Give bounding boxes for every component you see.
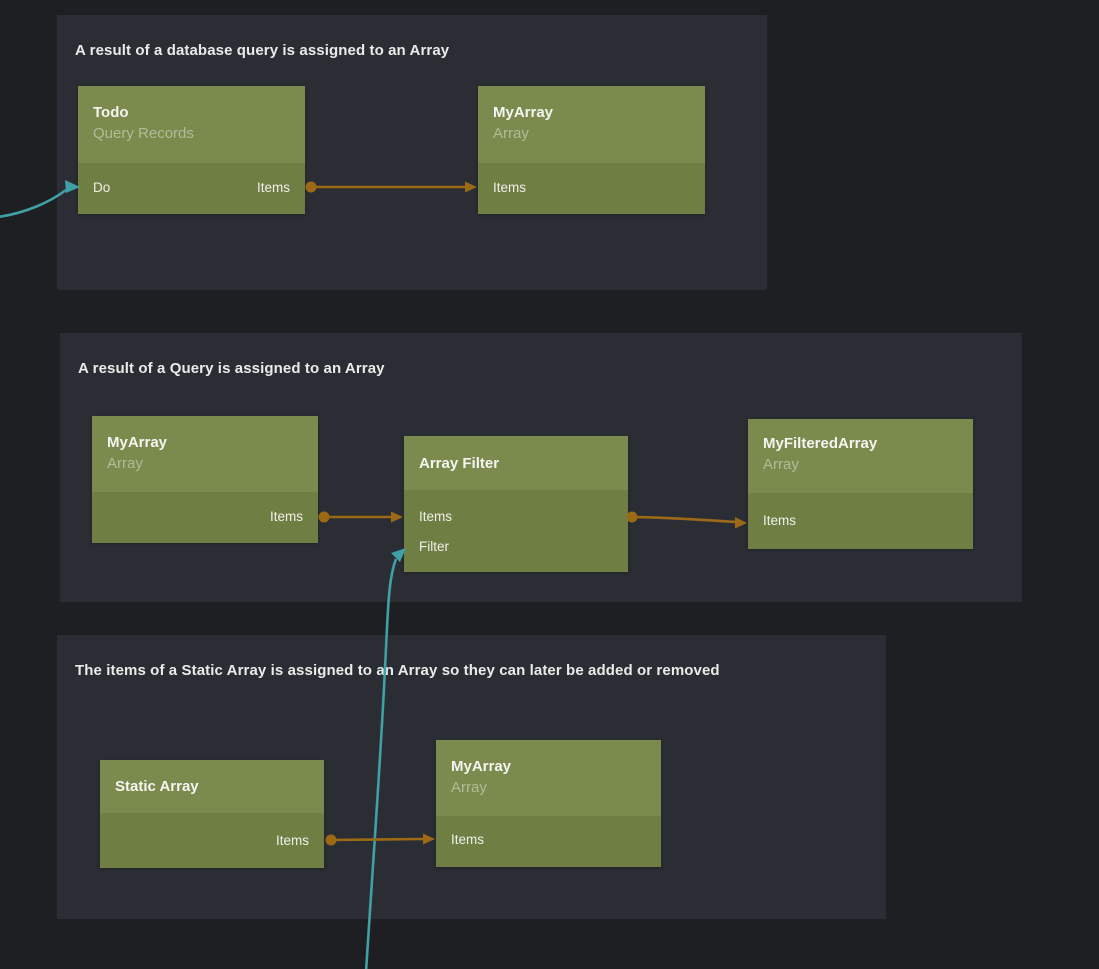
port-row: Items <box>100 825 324 855</box>
comment-panel-database-query[interactable]: A result of a database query is assigned… <box>57 15 767 290</box>
node-title: Todo <box>93 104 129 121</box>
node-body: Items <box>748 493 973 549</box>
port-items-input[interactable]: Items <box>451 831 485 847</box>
port-row: Items <box>748 505 973 535</box>
node-title: MyFilteredArray <box>763 435 878 452</box>
node-header: MyArray Array <box>436 740 661 816</box>
port-row: Do Items <box>78 172 305 202</box>
port-do-input[interactable]: Do <box>93 179 111 195</box>
node-myarray-array[interactable]: MyArray Array Items <box>478 86 705 214</box>
comment-panel-query-to-array[interactable]: A result of a Query is assigned to an Ar… <box>60 333 1022 602</box>
port-items-input[interactable]: Items <box>419 508 453 524</box>
node-body: Items <box>92 492 318 543</box>
node-static-array[interactable]: Static Array Items <box>100 760 324 868</box>
port-items-output[interactable]: Items <box>275 832 309 848</box>
node-title: MyArray <box>493 104 554 121</box>
node-subtitle: Array <box>763 456 799 473</box>
port-items-output[interactable]: Items <box>269 508 303 524</box>
port-row: Items <box>92 501 318 531</box>
panel-title: A result of a Query is assigned to an Ar… <box>78 360 385 377</box>
node-header: MyFilteredArray Array <box>748 419 973 493</box>
port-items-input[interactable]: Items <box>763 512 797 528</box>
node-myarray-array[interactable]: MyArray Array Items <box>92 416 318 543</box>
node-subtitle: Query Records <box>93 125 194 142</box>
node-header: Array Filter <box>404 436 628 490</box>
node-body: Items <box>436 816 661 867</box>
port-items-output[interactable]: Items <box>256 179 290 195</box>
port-items-input[interactable]: Items <box>493 179 527 195</box>
node-subtitle: Array <box>107 455 143 472</box>
node-subtitle: Array <box>493 125 529 142</box>
node-body: Items <box>100 813 324 868</box>
node-title: Static Array <box>115 778 199 795</box>
node-body: Items Filter <box>404 490 628 572</box>
panel-title: The items of a Static Array is assigned … <box>75 662 720 679</box>
node-myarray-array[interactable]: MyArray Array Items <box>436 740 661 867</box>
comment-panel-static-array[interactable]: The items of a Static Array is assigned … <box>57 635 886 919</box>
node-body: Items <box>478 163 705 214</box>
node-header: Static Array <box>100 760 324 813</box>
port-row: Items <box>436 824 661 854</box>
node-title: MyArray <box>451 758 512 775</box>
panel-title: A result of a database query is assigned… <box>75 42 450 59</box>
node-header: Todo Query Records <box>78 86 305 163</box>
node-title: Array Filter <box>419 454 500 472</box>
port-filter-input[interactable]: Filter <box>419 538 449 554</box>
node-subtitle: Array <box>451 779 487 796</box>
node-title: MyArray <box>107 434 168 451</box>
port-row: Items <box>404 501 628 531</box>
port-row: Items <box>478 172 705 202</box>
port-row: Filter <box>404 531 628 561</box>
node-header: MyArray Array <box>92 416 318 492</box>
node-body: Do Items <box>78 163 305 214</box>
node-todo-query-records[interactable]: Todo Query Records Do Items <box>78 86 305 214</box>
node-array-filter[interactable]: Array Filter Items Filter <box>404 436 628 572</box>
node-myfilteredarray-array[interactable]: MyFilteredArray Array Items <box>748 419 973 549</box>
node-header: MyArray Array <box>478 86 705 163</box>
